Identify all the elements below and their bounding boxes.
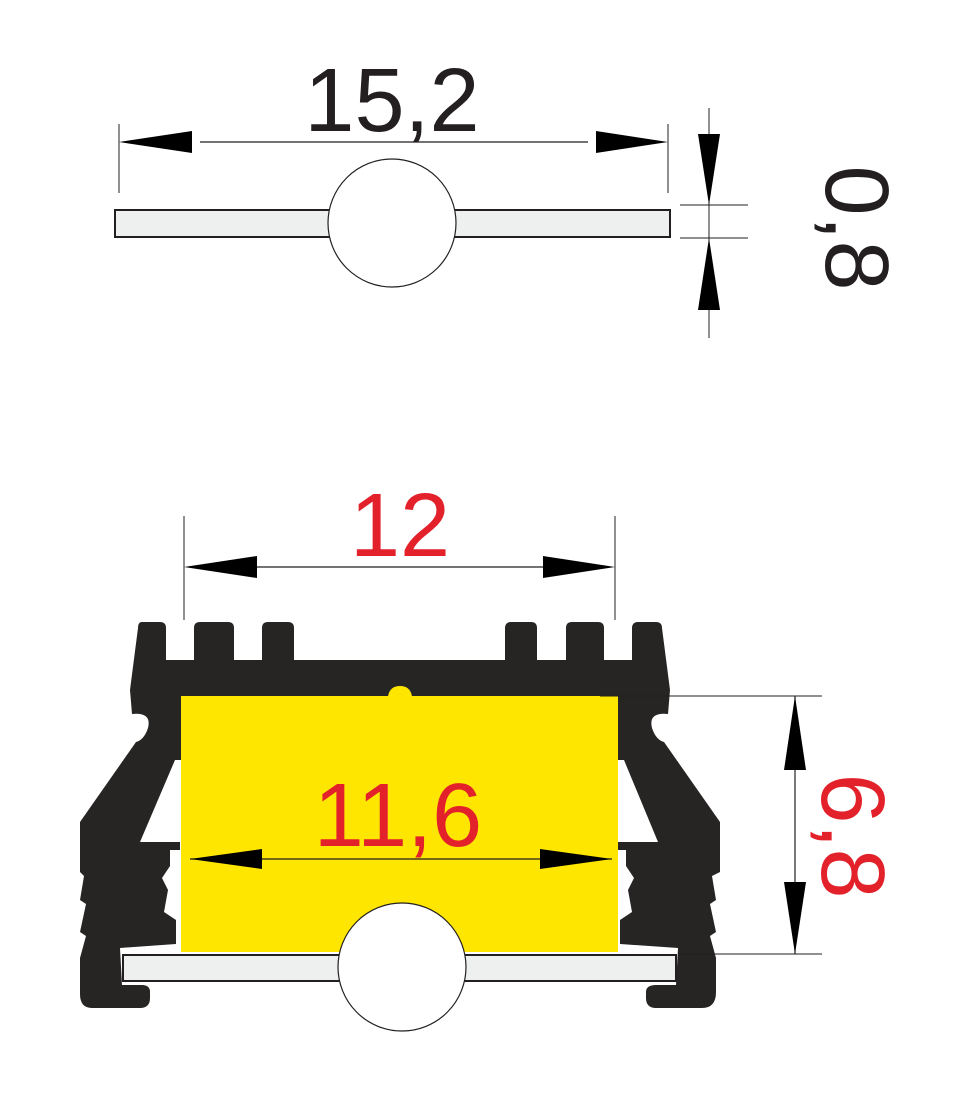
thickness-arrow-top — [698, 134, 720, 205]
thickness-arrow-bottom — [698, 238, 720, 310]
top-diffuser-view: 15,2 0,8 — [114, 51, 906, 338]
width-arrow-right — [596, 131, 668, 153]
inner-width-arrow-right — [540, 849, 612, 869]
profile-light-circle — [337, 902, 467, 1032]
height-arrow-bottom — [784, 882, 806, 954]
opening-label: 12 — [350, 476, 450, 576]
width-label: 15,2 — [304, 51, 479, 151]
center-notch — [388, 686, 412, 696]
profile-cross-section: 12 11,6 6,8 — [80, 476, 902, 1032]
opening-arrow-right — [543, 556, 615, 578]
opening-arrow-left — [184, 556, 257, 578]
profile-body — [80, 622, 720, 1008]
height-arrow-top — [784, 696, 806, 770]
inner-width-label: 11,6 — [314, 766, 483, 866]
inner-width-arrow-left — [190, 849, 262, 869]
width-arrow-left — [119, 131, 192, 153]
thickness-label: 0,8 — [806, 165, 906, 290]
light-circle — [327, 158, 457, 288]
height-label: 6,8 — [802, 773, 902, 898]
